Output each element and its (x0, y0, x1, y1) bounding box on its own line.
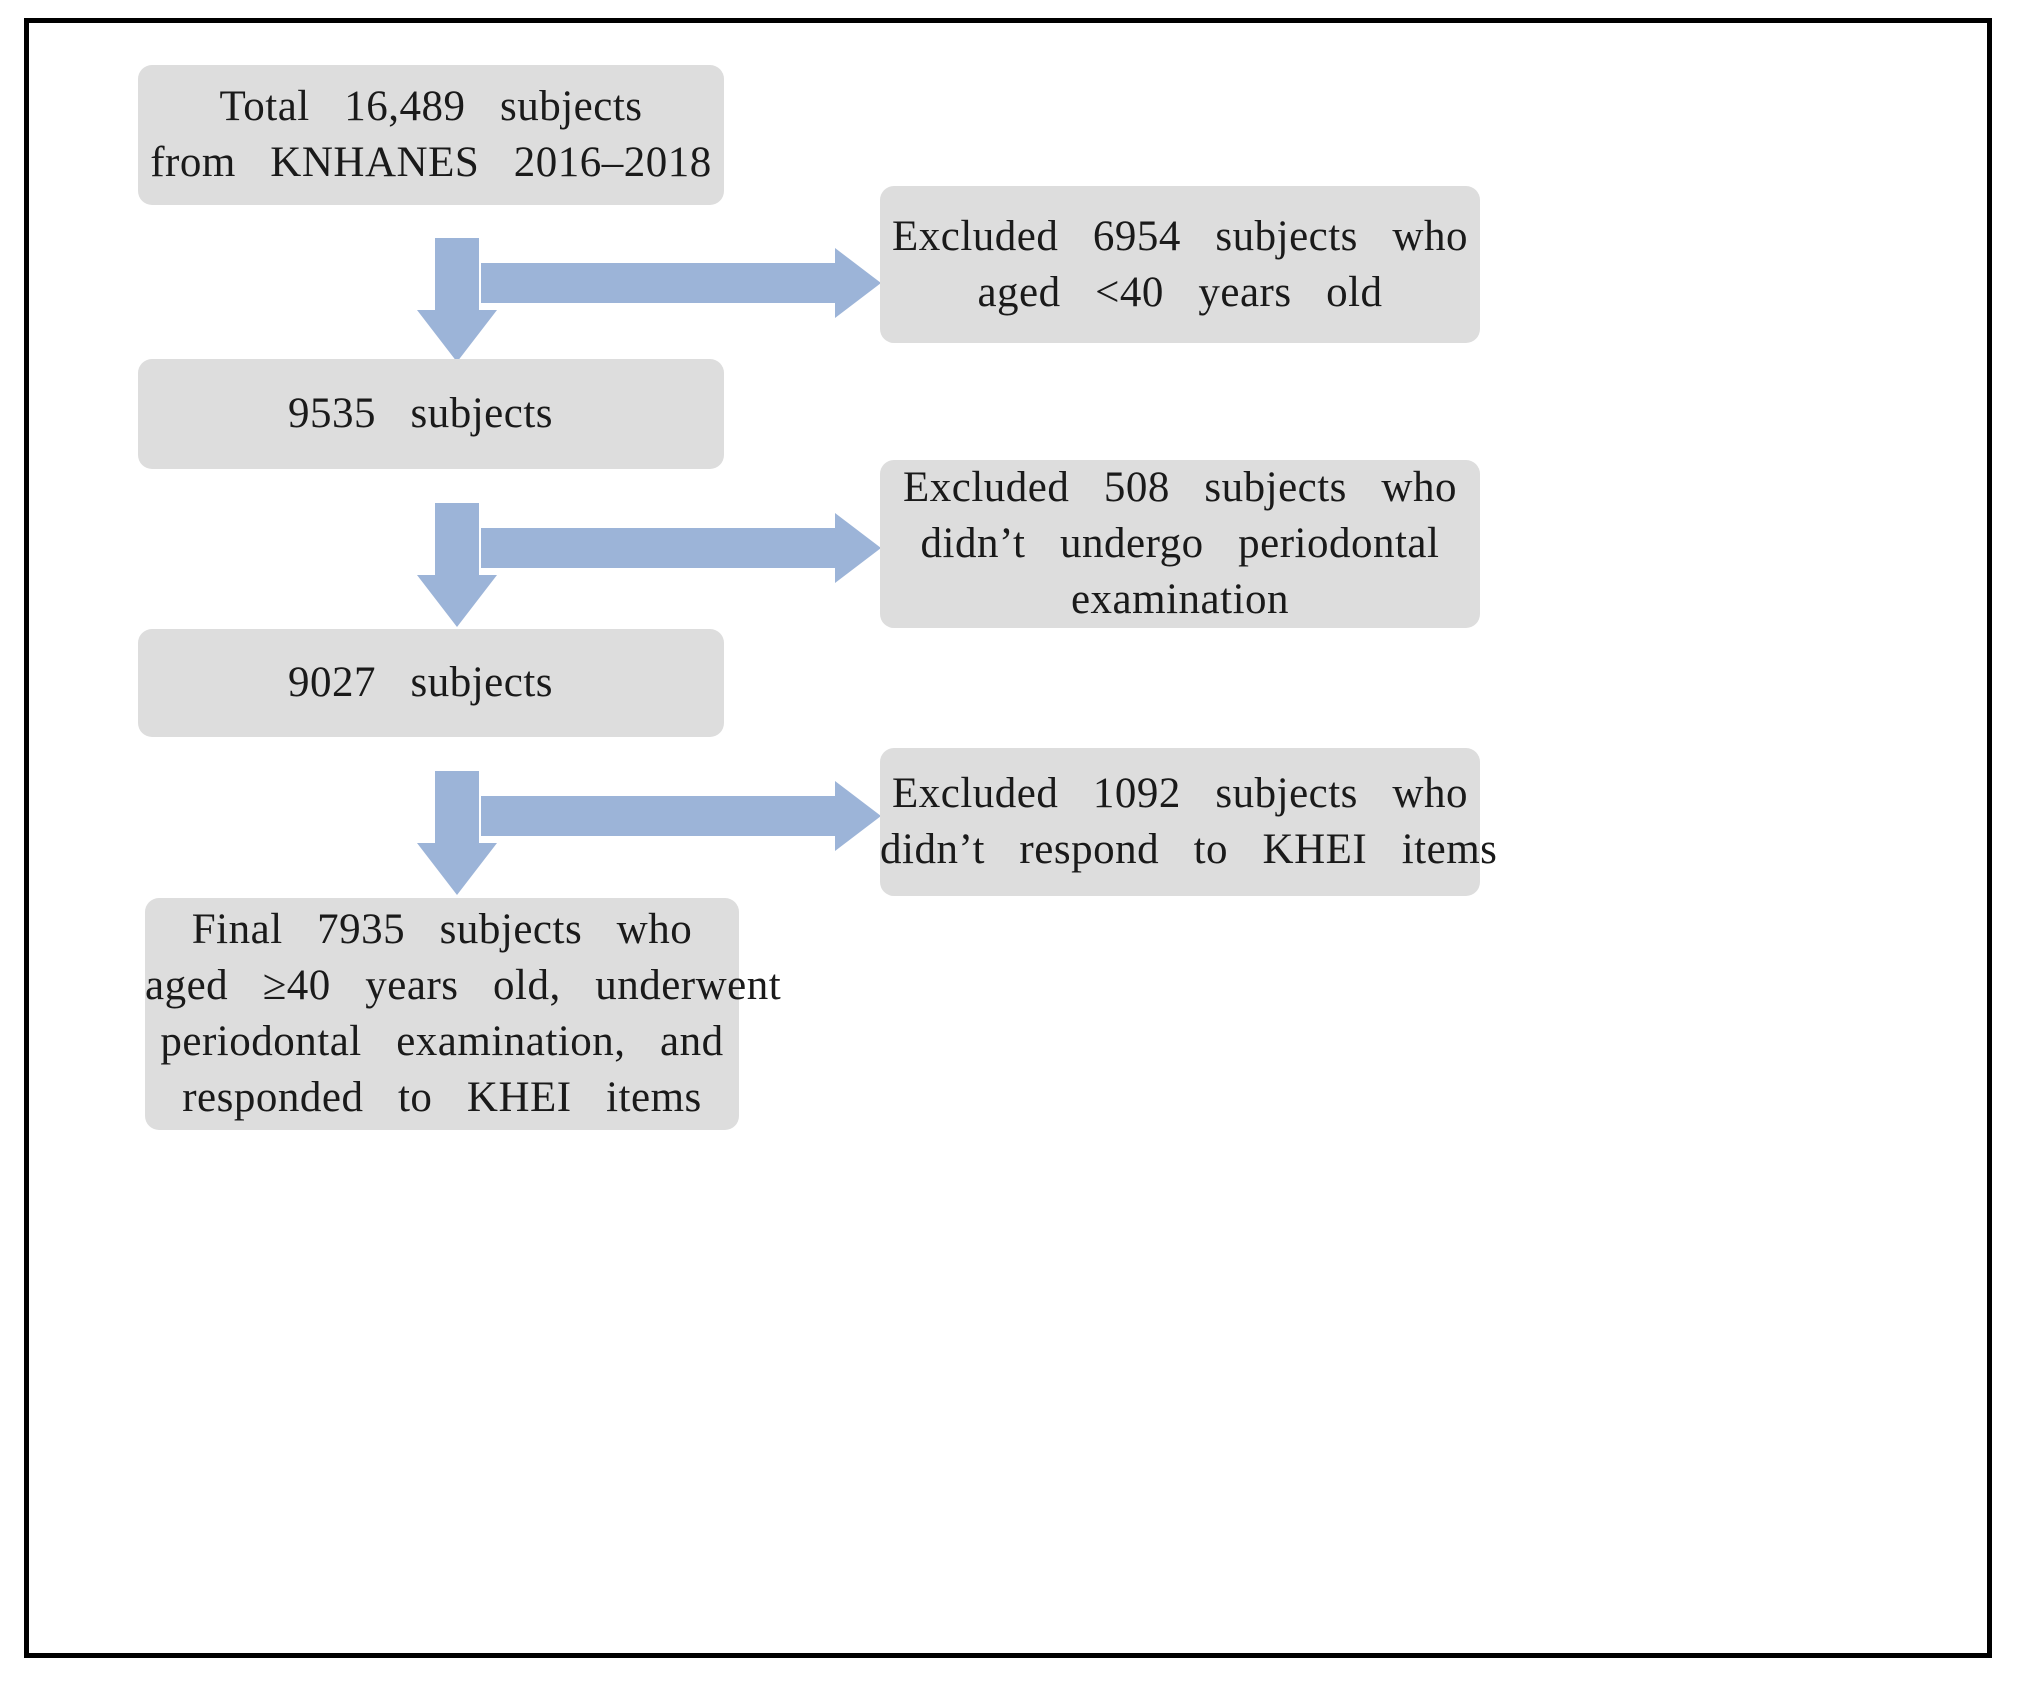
node-final-line-2: aged ≥40 years old, underwent (145, 962, 782, 1010)
node-9027-subjects: 9027 subjects (138, 629, 724, 737)
node-excluded-periodontal-line-1: Excluded 508 subjects who (903, 464, 1457, 512)
node-excluded-khei-line-2: didn’t respond to KHEI items (880, 826, 1498, 873)
node-total-subjects: Total 16,489 subjects from KNHANES 2016–… (138, 65, 724, 205)
node-final-line-3: periodontal examination, and (160, 1018, 724, 1065)
node-total-line-2: from KNHANES 2016–2018 (150, 139, 712, 186)
node-excluded-age-line-1: Excluded 6954 subjects who (892, 212, 1468, 260)
node-excluded-khei: Excluded 1092 subjects who didn’t respon… (880, 748, 1498, 896)
node-excluded-periodontal: Excluded 508 subjects who didn’t undergo… (880, 460, 1480, 628)
node-9535-line-1: 9535 subjects (288, 390, 554, 438)
node-total-line-1: Total 16,489 subjects (219, 83, 643, 131)
node-final-line-1: Final 7935 subjects who (191, 906, 693, 954)
node-excluded-periodontal-line-3: examination (1070, 575, 1290, 623)
node-excluded-periodontal-line-2: didn’t undergo periodontal (920, 520, 1440, 568)
node-9535-subjects: 9535 subjects (138, 359, 724, 469)
node-excluded-age: Excluded 6954 subjects who aged <40 year… (880, 186, 1480, 343)
node-excluded-khei-line-1: Excluded 1092 subjects who (892, 770, 1468, 818)
node-excluded-age-line-2: aged <40 years old (977, 268, 1383, 316)
node-final-subjects: Final 7935 subjects who aged ≥40 years o… (145, 898, 782, 1130)
figure-frame-border: Total 16,489 subjects from KNHANES 2016–… (24, 18, 1992, 1658)
node-9027-line-1: 9027 subjects (288, 659, 554, 707)
node-final-line-4: responded to KHEI items (182, 1073, 702, 1121)
